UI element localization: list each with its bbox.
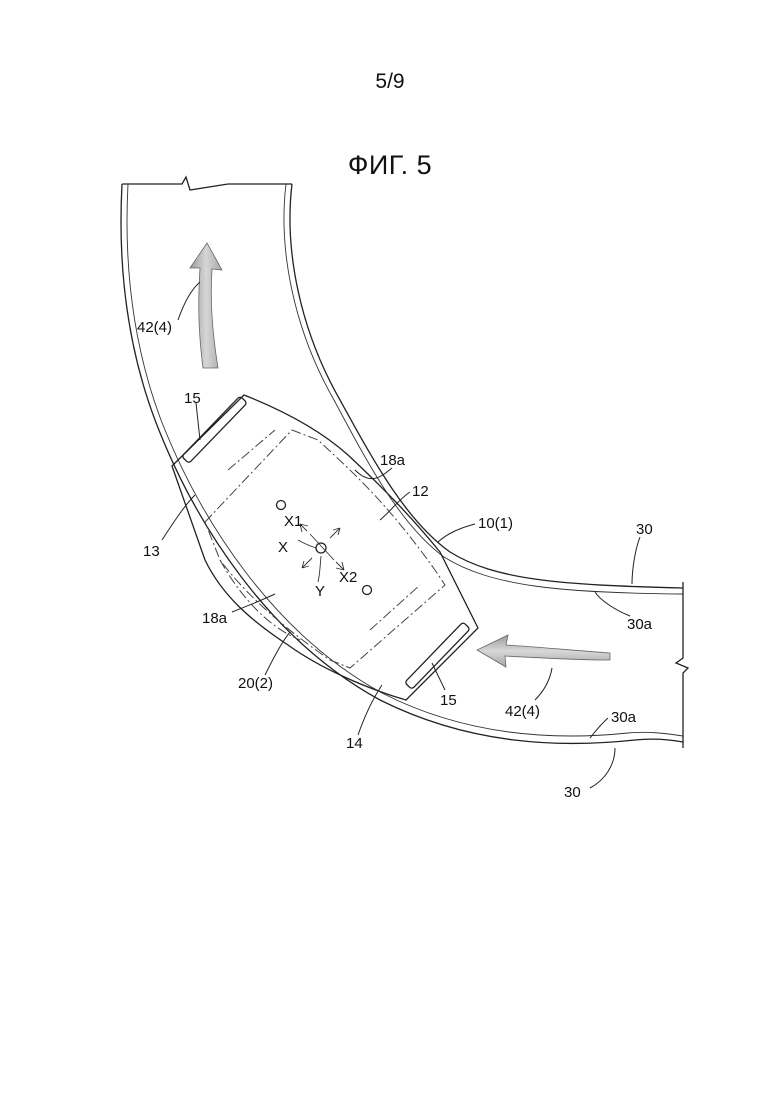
leader-30-top	[632, 537, 640, 584]
flow-arrow-right	[477, 635, 610, 667]
axis-arrow-down	[302, 558, 312, 568]
label-30-top: 30	[636, 521, 653, 538]
label-13: 13	[143, 543, 160, 560]
inner-side-upper	[228, 430, 275, 470]
right-break-line	[676, 582, 688, 748]
inner-side-lower	[370, 585, 420, 630]
label-30-bottom: 30	[564, 784, 581, 801]
wheel-x2	[363, 586, 372, 595]
axis-y-leader	[318, 556, 321, 582]
top-break-line	[122, 177, 292, 190]
leader-30-bottom	[590, 748, 615, 788]
flow-arrow-top	[190, 243, 222, 368]
center-point	[316, 543, 326, 553]
label-12: 12	[412, 483, 429, 500]
leader-42-top	[178, 282, 200, 320]
label-42-right: 42(4)	[505, 703, 540, 720]
label-15-top: 15	[184, 390, 201, 407]
axis-x-leader	[298, 540, 316, 548]
label-18a-left: 18a	[202, 610, 228, 627]
label-x: X	[278, 539, 288, 556]
label-20: 20(2)	[238, 675, 273, 692]
label-30a-bottom: 30a	[611, 709, 637, 726]
label-x1: X1	[284, 513, 302, 530]
label-x2: X2	[339, 569, 357, 586]
leader-42-right	[535, 668, 552, 700]
leader-14	[358, 685, 382, 735]
label-18a-top: 18a	[380, 452, 406, 469]
leader-15-top	[196, 403, 200, 440]
leader-10	[438, 524, 475, 542]
label-10: 10(1)	[478, 515, 513, 532]
label-30a-top: 30a	[627, 616, 653, 633]
label-42-top: 42(4)	[137, 319, 172, 336]
label-15-bottom: 15	[440, 692, 457, 709]
tab-15-bottom	[405, 622, 471, 689]
leader-18a-top	[355, 468, 392, 479]
axis-arrow-up	[330, 528, 340, 538]
platform-outline-20	[205, 430, 445, 668]
inner-wall-30a	[284, 184, 683, 594]
leader-30a-top	[595, 592, 630, 616]
label-14: 14	[346, 735, 363, 752]
wheel-x1	[277, 501, 286, 510]
label-y: Y	[315, 583, 325, 600]
